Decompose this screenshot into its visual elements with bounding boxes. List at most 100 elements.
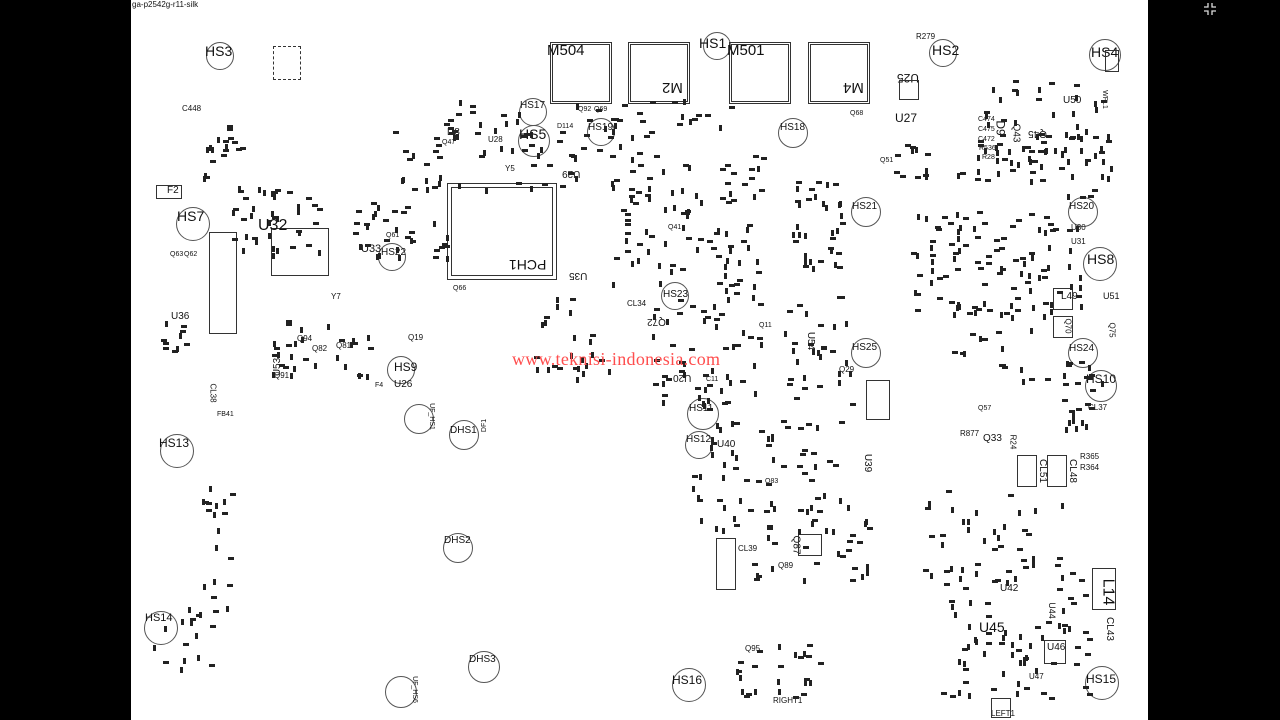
smd-pad	[986, 255, 992, 258]
smd-pad	[749, 168, 755, 171]
smd-pad	[974, 310, 977, 316]
smd-pad	[582, 371, 585, 377]
label-hs15: HS15	[1086, 672, 1117, 686]
smd-pad	[695, 387, 701, 390]
smd-pad	[679, 361, 685, 364]
smd-pad	[804, 680, 807, 686]
smd-pad	[915, 147, 918, 153]
label-hs14: HS14	[145, 612, 173, 624]
smd-pad	[814, 194, 817, 200]
smd-pad	[279, 364, 285, 367]
smd-pad	[1058, 623, 1061, 629]
smd-pad	[793, 240, 799, 243]
smd-pad	[726, 258, 729, 264]
smd-pad	[190, 620, 193, 626]
smd-pad	[227, 128, 233, 131]
smd-pad	[830, 237, 836, 240]
label-hs2: HS2	[932, 42, 960, 58]
mount-hole	[661, 282, 689, 310]
smd-pad	[1032, 305, 1035, 311]
smd-pad	[963, 351, 966, 357]
smd-pad	[975, 261, 981, 264]
smd-pad	[894, 171, 900, 174]
smd-pad	[1088, 365, 1091, 371]
smd-pad	[353, 232, 359, 235]
smd-pad	[809, 259, 812, 265]
label-cl38: CL38	[208, 383, 218, 403]
smd-pad	[1010, 160, 1013, 166]
smd-pad	[798, 427, 804, 430]
smd-pad	[978, 267, 984, 270]
smd-pad	[699, 474, 702, 480]
smd-pad	[729, 284, 735, 287]
smd-pad	[1064, 147, 1067, 153]
smd-pad	[825, 205, 828, 211]
smd-pad	[294, 341, 297, 347]
smd-pad	[608, 136, 614, 139]
smd-pad	[833, 464, 839, 467]
connector-outline	[209, 232, 237, 334]
smd-pad	[803, 546, 809, 549]
smd-pad	[812, 349, 815, 355]
smd-pad	[703, 374, 709, 377]
smd-pad	[806, 198, 812, 201]
connector-outline	[1105, 50, 1119, 72]
smd-pad	[953, 256, 956, 262]
smd-pad	[1068, 264, 1071, 270]
smd-pad	[446, 256, 449, 262]
smd-pad	[1019, 634, 1022, 640]
smd-pad	[1100, 146, 1103, 152]
smd-pad	[541, 322, 544, 328]
smd-pad	[766, 483, 772, 486]
smd-pad	[206, 147, 209, 153]
smd-pad	[849, 371, 852, 377]
smd-pad	[1026, 533, 1032, 536]
smd-pad	[809, 680, 812, 686]
smd-pad	[1068, 626, 1071, 632]
smd-pad	[209, 664, 215, 667]
smd-pad	[725, 288, 728, 294]
smd-pad	[1070, 136, 1076, 139]
smd-pad	[954, 612, 957, 618]
exit-fullscreen-icon[interactable]	[1203, 2, 1217, 16]
label-q51: Q51	[880, 157, 894, 164]
smd-pad	[268, 220, 271, 226]
smd-pad	[1085, 403, 1091, 406]
smd-pad	[714, 318, 720, 321]
smd-pad	[1054, 148, 1057, 154]
smd-pad	[1038, 227, 1041, 233]
smd-pad	[1075, 382, 1081, 385]
smd-pad	[209, 145, 212, 151]
smd-pad	[647, 177, 653, 180]
smd-pad	[811, 452, 817, 455]
label-u42: U42	[1000, 583, 1019, 594]
smd-pad	[1069, 248, 1072, 254]
smd-pad	[742, 330, 745, 336]
smd-pad	[367, 335, 370, 341]
smd-pad	[975, 178, 981, 181]
smd-pad	[608, 369, 611, 375]
label-cl34: CL34	[627, 299, 647, 308]
smd-pad	[752, 563, 758, 566]
smd-pad	[900, 175, 906, 178]
label-q47: Q47	[442, 139, 456, 146]
smd-pad	[276, 216, 279, 222]
smd-pad	[999, 642, 1005, 645]
smd-pad	[500, 146, 503, 152]
smd-pad	[729, 248, 732, 254]
smd-pad	[729, 380, 732, 386]
smd-pad	[744, 479, 750, 482]
smd-pad	[700, 200, 703, 206]
smd-pad	[757, 650, 763, 653]
label-hs9: HS9	[394, 360, 418, 374]
smd-pad	[236, 148, 242, 151]
smd-pad	[1032, 160, 1038, 163]
smd-pad	[746, 227, 749, 233]
smd-pad	[798, 232, 801, 238]
smd-pad	[453, 135, 456, 141]
smd-pad	[272, 191, 278, 194]
smd-pad	[905, 144, 911, 147]
smd-pad	[794, 397, 800, 400]
mount-hole	[929, 39, 957, 67]
smd-pad	[396, 247, 399, 253]
